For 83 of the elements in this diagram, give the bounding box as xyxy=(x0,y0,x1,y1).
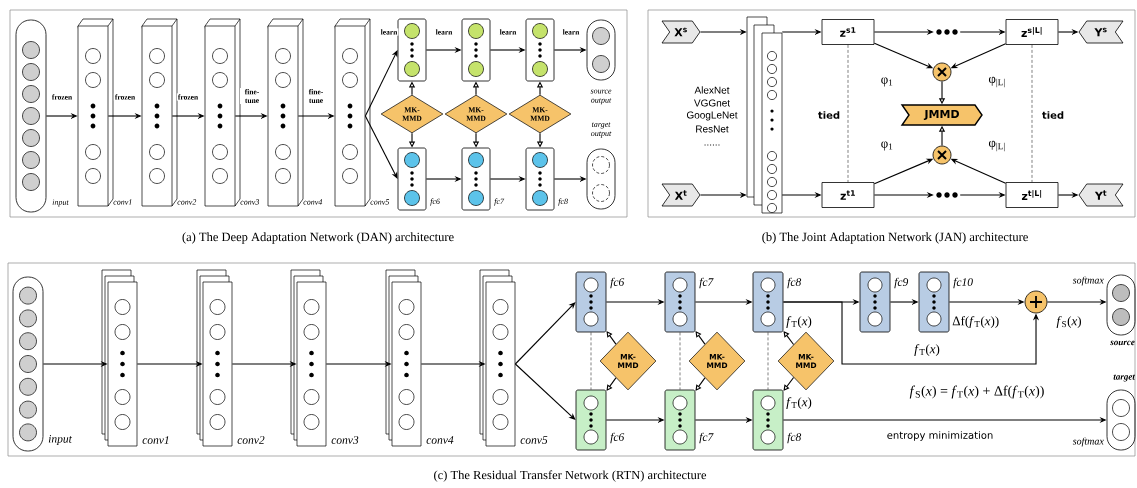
layer-label: fc6 xyxy=(610,277,625,289)
multiply-circle xyxy=(932,145,952,165)
layer-box xyxy=(397,18,427,82)
layer-label: softmax xyxy=(1072,437,1104,447)
multiply-circle xyxy=(932,62,952,82)
layer-label: target output xyxy=(591,122,612,138)
edge-label: f$_{T}$(x) xyxy=(913,343,941,357)
edge-label: φ$_{1}$ xyxy=(879,140,895,152)
layer-label: fc6 xyxy=(610,432,625,444)
edge-label: tied xyxy=(1040,110,1066,120)
layer-label: conv1 xyxy=(113,199,132,205)
layer-label: fc8 xyxy=(787,432,802,444)
arrow xyxy=(695,331,706,345)
edge-label: tied xyxy=(816,110,842,120)
layer-label: conv3 xyxy=(331,436,359,444)
tie-line xyxy=(1031,44,1033,183)
add-circle xyxy=(1024,290,1048,314)
equation: f$_{S}$(x) = f$_{T}$(x) + Δf(f$_{T}$(x)) xyxy=(909,385,1044,399)
arrow xyxy=(606,331,617,345)
layer-label: conv1 xyxy=(142,436,169,444)
arrow xyxy=(514,363,576,420)
layer-label: softmax xyxy=(1072,276,1104,286)
model-name: GoogLeNet xyxy=(686,111,738,121)
layer-box xyxy=(525,18,555,82)
layer-label: source output xyxy=(590,89,612,105)
jmmd-hexagon: JMMD xyxy=(900,104,983,126)
layer-label: conv4 xyxy=(426,436,454,444)
layer-label: conv5 xyxy=(520,436,548,444)
edge-label: f$_{S}$(x) xyxy=(1055,315,1083,329)
arrow xyxy=(364,50,398,117)
edge-label: φ$_{|L|}$ xyxy=(987,75,1007,89)
io-tag: Y$^{s}$ xyxy=(1078,20,1124,44)
io-tag: X$^{s}$ xyxy=(661,20,701,44)
tie-line xyxy=(767,332,769,390)
layer-label: fc6 xyxy=(430,198,440,206)
layer-label: conv3 xyxy=(240,199,260,205)
layer-label: fc7 xyxy=(699,277,714,289)
feature-box: z$^{t1}$ xyxy=(821,182,875,208)
tie-line xyxy=(679,332,681,390)
layer-label: input xyxy=(48,435,73,446)
edge-label: entropy minimization xyxy=(885,430,995,442)
layer-label: f$_{T}$(x) xyxy=(786,316,812,328)
layer-label: conv4 xyxy=(303,199,323,205)
layer-label: fc10 xyxy=(953,277,973,289)
ellipsis-dots xyxy=(936,29,958,35)
layer-label: f$_{T}$(x) xyxy=(786,397,812,409)
tie-line xyxy=(590,332,592,390)
io-tag: Y$^{t}$ xyxy=(1078,183,1124,207)
arrow xyxy=(606,377,617,391)
arrow xyxy=(783,376,795,391)
layer-label: fc8 xyxy=(558,198,568,206)
arrow xyxy=(695,377,706,391)
model-name: ...... xyxy=(704,144,720,146)
feature-box: z$^{s|L|}$ xyxy=(1005,19,1059,45)
feature-box: z$^{t|L|}$ xyxy=(1005,182,1059,208)
layer-label: fc8 xyxy=(787,277,802,289)
layer-label: fc7 xyxy=(699,432,714,444)
model-name: AlexNet xyxy=(694,86,730,94)
layer-label: Δf(f$_{T}$(x)) xyxy=(952,316,999,328)
edge-label: φ$_{1}$ xyxy=(879,76,895,88)
layer-label: conv2 xyxy=(237,436,265,444)
panel-title: (a) The Deep Adaptation Network (DAN) architecture xyxy=(182,232,454,244)
arrow xyxy=(514,302,576,365)
layer-label: target xyxy=(1113,374,1136,382)
ellipsis-dots xyxy=(936,192,958,198)
layer-label: source xyxy=(1110,340,1135,346)
panel-title: (b) The Joint Adaptation Network (JAN) architecture xyxy=(762,232,1028,244)
panel-title: (c) The Residual Transfer Network (RTN) architecture xyxy=(434,470,707,482)
tie-line xyxy=(847,44,849,183)
network-stack-drawing xyxy=(746,16,783,214)
io-tag: X$^{t}$ xyxy=(661,183,701,207)
layer-label: conv2 xyxy=(177,199,197,205)
layer-label: fc7 xyxy=(494,198,505,206)
model-name: ResNet xyxy=(696,125,729,133)
arrow xyxy=(783,331,795,346)
layer-label: conv5 xyxy=(370,199,390,205)
arrow xyxy=(364,115,398,179)
edge-label: φ$_{|L|}$ xyxy=(987,139,1007,153)
model-name: VGGnet xyxy=(694,99,730,107)
layer-box xyxy=(461,18,491,82)
feature-box: z$^{s1}$ xyxy=(821,19,875,45)
layer-label: fc9 xyxy=(894,277,909,289)
layer-label: input xyxy=(52,199,69,207)
